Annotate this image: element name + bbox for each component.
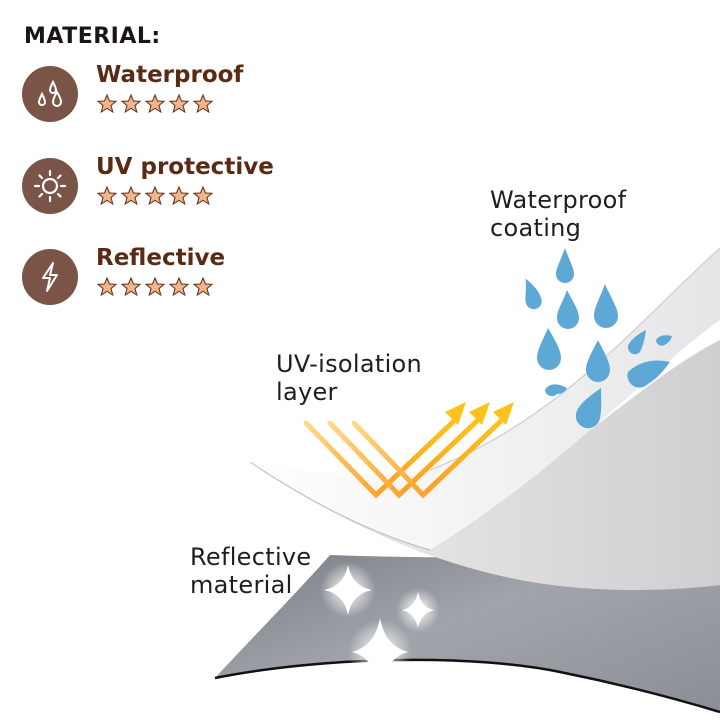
label-line: Reflective [190,543,312,571]
label-line: UV-isolation [276,350,423,378]
label-line: material [190,571,293,599]
lightning-icon [22,249,78,305]
page-title: MATERIAL: [24,24,161,49]
feature-name: Waterproof [96,62,244,88]
feature-uv-protective: UV protective [22,154,302,218]
feature-name: Reflective [96,245,226,271]
uv-reflection-arrows [303,417,505,499]
sparkle-icon [324,565,372,615]
label-uv-isolation-layer: UV-isolation layer [276,350,422,406]
sparkle-icon [402,592,434,628]
feature-waterproof: Waterproof [22,62,302,126]
feature-reflective: Reflective [22,245,302,309]
water-drops-icon [22,66,78,122]
sparkle-icon [352,618,408,690]
star-icons [97,277,214,297]
star-rating [97,277,217,297]
label-line: coating [490,214,582,242]
sun-icon [22,158,78,214]
star-rating [97,186,217,206]
feature-name: UV protective [96,154,274,180]
label-waterproof-coating: Waterproof coating [490,186,626,242]
label-line: layer [276,378,338,406]
waterproof-coating-layer [250,248,720,550]
label-line: Waterproof [490,186,627,214]
star-icons [97,94,214,114]
star-icons [97,186,214,206]
label-reflective-material: Reflective material [190,543,312,599]
star-rating [97,94,217,114]
water-drops [525,248,672,429]
